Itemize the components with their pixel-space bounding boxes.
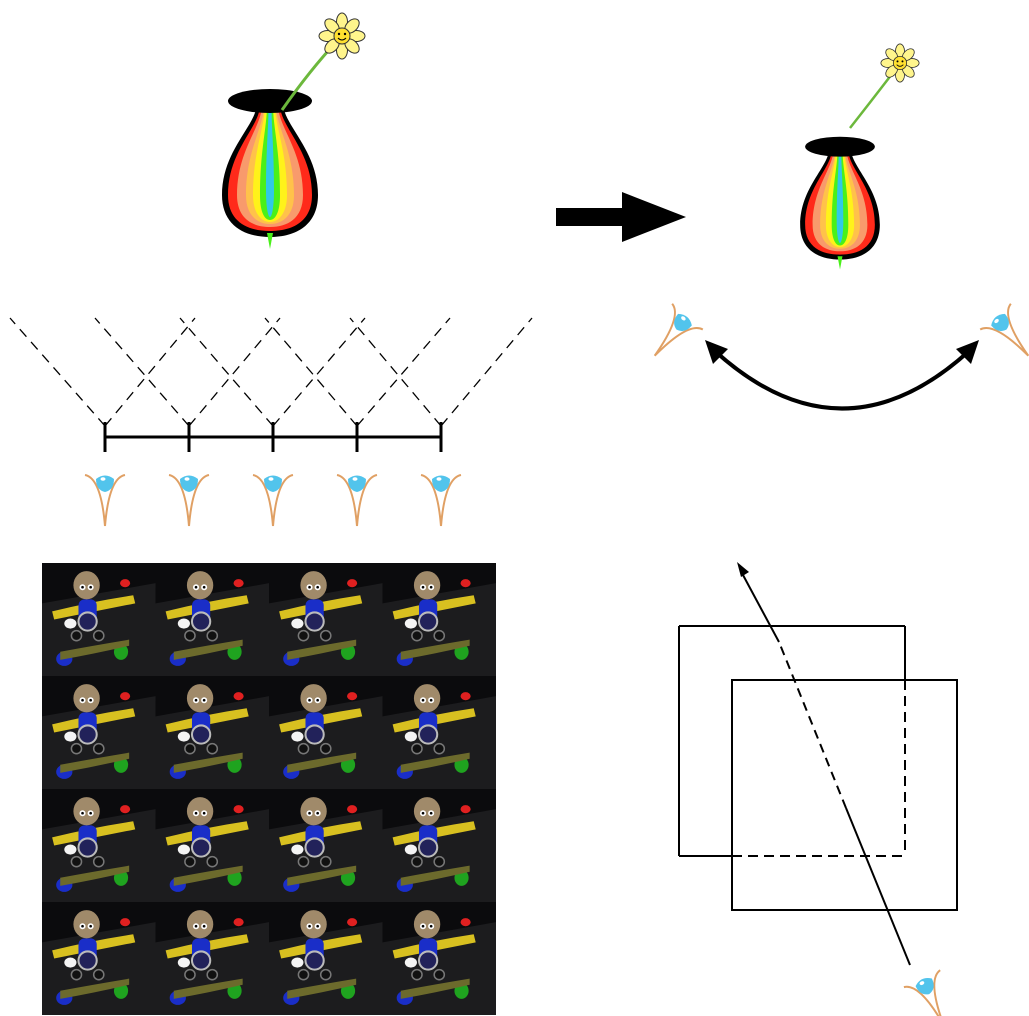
eye-icon — [336, 474, 378, 527]
camera-array-panel — [9, 12, 533, 527]
grid-view-image — [40, 674, 157, 791]
eye-icon — [84, 474, 126, 527]
two-plane-parameterization-panel — [678, 562, 958, 966]
front-plane — [731, 679, 958, 911]
ray-line-hidden — [778, 641, 847, 809]
grid-view-image — [381, 900, 498, 1016]
ray-line — [742, 574, 780, 643]
grid-view-image — [154, 787, 271, 904]
grid-view-image — [40, 787, 157, 904]
eye-icon — [168, 474, 210, 527]
lightfield-image-grid — [40, 561, 498, 1016]
flower-stem — [849, 69, 896, 129]
grid-view-image — [154, 674, 271, 791]
grid-view-image — [154, 900, 271, 1016]
arrow-right-icon — [556, 192, 686, 242]
interpolated-view-panel — [638, 43, 1029, 411]
flower-icon — [880, 43, 920, 83]
eye-icon — [979, 302, 1029, 370]
ray-line — [845, 807, 911, 966]
camera-baseline — [103, 422, 443, 452]
grid-view-image — [154, 561, 271, 678]
vase-icon — [222, 89, 318, 249]
grid-view-image — [267, 674, 384, 791]
eye-icon — [252, 474, 294, 527]
grid-view-image — [267, 787, 384, 904]
eye-icon — [638, 302, 704, 370]
grid-view-image — [40, 900, 157, 1016]
eye-icon — [902, 969, 963, 1016]
flower-icon — [318, 12, 366, 60]
grid-view-image — [267, 900, 384, 1016]
grid-view-image — [381, 674, 498, 791]
curved-double-arrow-icon — [705, 340, 979, 411]
camera-frustum-rays — [9, 317, 533, 427]
vase-icon — [800, 136, 880, 270]
grid-view-image — [40, 561, 157, 678]
ray-arrowhead — [737, 562, 749, 577]
eye-icon — [420, 474, 462, 527]
grid-view-image — [381, 561, 498, 678]
grid-view-image — [381, 787, 498, 904]
grid-view-image — [267, 561, 384, 678]
